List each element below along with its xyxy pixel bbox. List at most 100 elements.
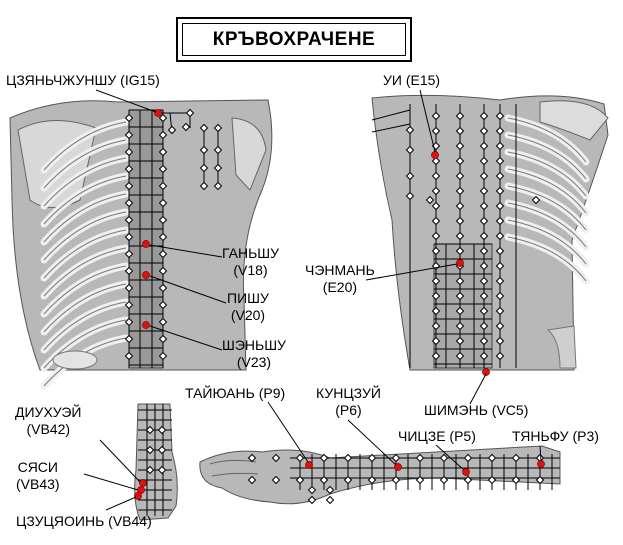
back-rib-outline xyxy=(43,175,127,225)
acupoint-marker xyxy=(439,453,449,463)
acupoint-marker xyxy=(199,163,209,173)
label-vb44: ЦЗУЦЯОИНЬ (VB44) xyxy=(16,513,152,529)
acupoint-marker xyxy=(479,336,489,346)
acupoint-marker xyxy=(295,475,305,485)
label-v23: ШЭНЬШУ (V23) xyxy=(222,337,286,371)
spine-column xyxy=(128,109,164,369)
acupoint-marker xyxy=(158,283,168,293)
acupoint-marker xyxy=(158,249,168,259)
acupoint-marker xyxy=(158,113,168,123)
acupoint-marker xyxy=(431,216,441,226)
acupoint-marker xyxy=(455,321,465,331)
label-e20-code: (E20) xyxy=(322,279,358,295)
acupoint-marker xyxy=(158,164,168,174)
acupoint-marker xyxy=(495,336,505,346)
acupoint-marker xyxy=(213,123,223,133)
acupoint-marker xyxy=(271,453,281,463)
label-v18-name: ГАНЬШУ xyxy=(222,245,280,261)
acupoint-marker xyxy=(495,126,505,136)
acupoint-marker xyxy=(495,231,505,241)
acupoint-marker xyxy=(405,145,415,155)
acupoint-marker xyxy=(124,113,134,123)
acupoint-marker xyxy=(181,122,191,132)
acupoint-e15 xyxy=(431,151,439,159)
acupoint-marker xyxy=(479,141,489,151)
acupoint-marker xyxy=(124,232,134,242)
foot-silhouette xyxy=(134,403,178,521)
acupoint-marker xyxy=(158,300,168,310)
acupoint-p3 xyxy=(537,460,545,468)
front-rib-outline xyxy=(507,236,587,282)
acupoint-marker xyxy=(431,171,441,181)
acupoint-marker xyxy=(455,336,465,346)
acupoint-marker xyxy=(124,351,134,361)
leader-line-v18 xyxy=(149,244,223,258)
acupoint-marker xyxy=(495,291,505,301)
leader-line-p6 xyxy=(347,419,397,466)
label-v20: ПИШУ (V20) xyxy=(227,290,269,324)
back-rib-outline xyxy=(43,157,127,207)
acupoint-marker xyxy=(495,201,505,211)
acupoint-marker xyxy=(455,276,465,286)
acupoint-marker xyxy=(124,164,134,174)
acupoint-marker xyxy=(431,306,441,316)
label-p3: ТЯНЬФУ (P3) xyxy=(512,428,599,444)
acupoint-marker xyxy=(124,266,134,276)
acupoint-marker xyxy=(455,216,465,226)
acupoint-marker xyxy=(479,111,489,121)
acupoint-marker xyxy=(158,266,168,276)
acupoint-ig15 xyxy=(154,109,162,117)
acupoint-marker xyxy=(495,261,505,271)
leader-line-p3 xyxy=(539,445,542,462)
acupoint-marker xyxy=(455,156,465,166)
back-rib-outline xyxy=(43,121,127,171)
label-vc5: ШИМЭНЬ (VC5) xyxy=(424,402,529,418)
back-rib-outline xyxy=(43,139,127,189)
label-v23-name: ШЭНЬШУ xyxy=(222,337,286,353)
acupoint-marker xyxy=(479,126,489,136)
acupoint-marker xyxy=(124,130,134,140)
acupoint-marker xyxy=(495,351,505,361)
acupoint-marker xyxy=(405,191,415,201)
page-title: КРЪВОХРАЧЕНЕ xyxy=(182,23,406,56)
acupoint-marker xyxy=(479,291,489,301)
acupoint-marker xyxy=(124,198,134,208)
acupoint-p5 xyxy=(462,468,470,476)
back-rib-outline xyxy=(43,193,127,243)
leader-line-vc5 xyxy=(469,373,487,405)
label-p6-code: (P6) xyxy=(335,402,362,418)
label-e20-name: ЧЭНМАНЬ xyxy=(305,262,375,278)
acupoint-marker xyxy=(124,181,134,191)
acupoint-p6 xyxy=(394,463,402,471)
acupoint-marker xyxy=(431,126,441,136)
acupoint-v23 xyxy=(142,321,150,329)
acupoint-marker xyxy=(157,445,167,455)
acupoint-marker xyxy=(157,465,167,475)
acupoint-marker xyxy=(455,186,465,196)
label-vb43-code: (VB43) xyxy=(16,476,60,492)
acupoint-marker xyxy=(158,334,168,344)
acupoint-v18 xyxy=(142,240,150,248)
back-rib-outline xyxy=(43,229,127,279)
acupoint-marker xyxy=(455,201,465,211)
label-vb42-code: (VB42) xyxy=(26,421,71,437)
acupoint-v20 xyxy=(142,271,150,279)
acupoint-marker xyxy=(199,181,209,191)
acupoint-marker xyxy=(124,147,134,157)
finger-contour xyxy=(211,472,259,477)
acupoint-marker xyxy=(431,186,441,196)
acupoint-marker xyxy=(495,141,505,151)
label-p6-name: КУНЦЗУЙ xyxy=(316,385,381,401)
acupoint-marker xyxy=(455,351,465,361)
acupoint-marker xyxy=(145,425,155,435)
label-vb42: ДИУХУЭЙ (VB42) xyxy=(15,404,82,438)
acupoint-marker xyxy=(495,306,505,316)
acupoint-marker xyxy=(124,300,134,310)
acupoint-marker xyxy=(367,453,377,463)
clavicle-bone xyxy=(539,100,609,141)
back-rib-outline xyxy=(43,265,127,315)
acupoint-marker xyxy=(158,198,168,208)
label-v23-code: (V23) xyxy=(236,354,272,370)
